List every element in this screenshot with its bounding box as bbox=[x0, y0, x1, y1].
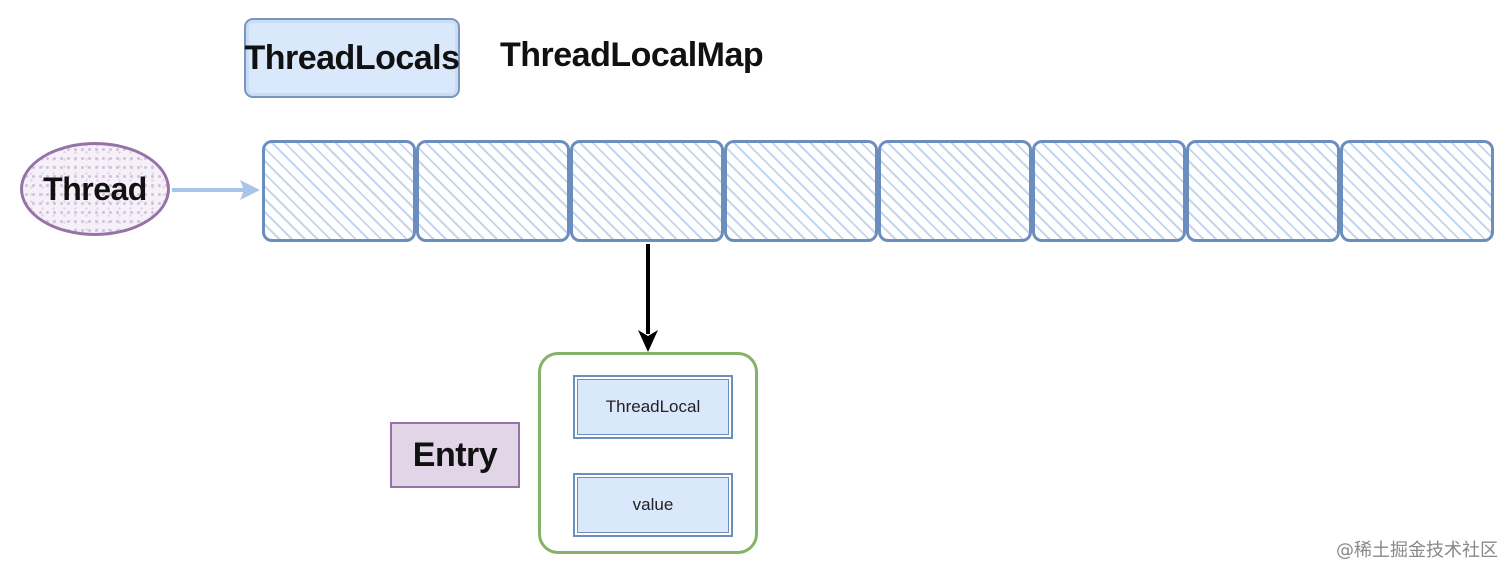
thread-node: Thread bbox=[20, 142, 170, 236]
map-cell-1 bbox=[262, 140, 416, 242]
map-to-entry-arrow-icon bbox=[638, 244, 658, 352]
entry-key-field: ThreadLocal bbox=[573, 375, 733, 439]
entry-box: ThreadLocal value bbox=[538, 352, 758, 554]
map-cell-8 bbox=[1340, 140, 1494, 242]
watermark: @稀土掘金技术社区 bbox=[1336, 540, 1498, 561]
threadlocalmap-title: ThreadLocalMap bbox=[500, 36, 764, 74]
threadlocals-box: ThreadLocals bbox=[244, 18, 460, 98]
thread-label: Thread bbox=[43, 170, 147, 207]
entry-label: Entry bbox=[390, 422, 520, 488]
threadlocalmap-array bbox=[262, 140, 1494, 242]
map-cell-4 bbox=[724, 140, 878, 242]
thread-to-map-arrow-icon bbox=[172, 180, 260, 200]
map-cell-7 bbox=[1186, 140, 1340, 242]
map-cell-6 bbox=[1032, 140, 1186, 242]
map-cell-5 bbox=[878, 140, 1032, 242]
map-cell-3 bbox=[570, 140, 724, 242]
map-cell-2 bbox=[416, 140, 570, 242]
entry-value-field: value bbox=[573, 473, 733, 537]
